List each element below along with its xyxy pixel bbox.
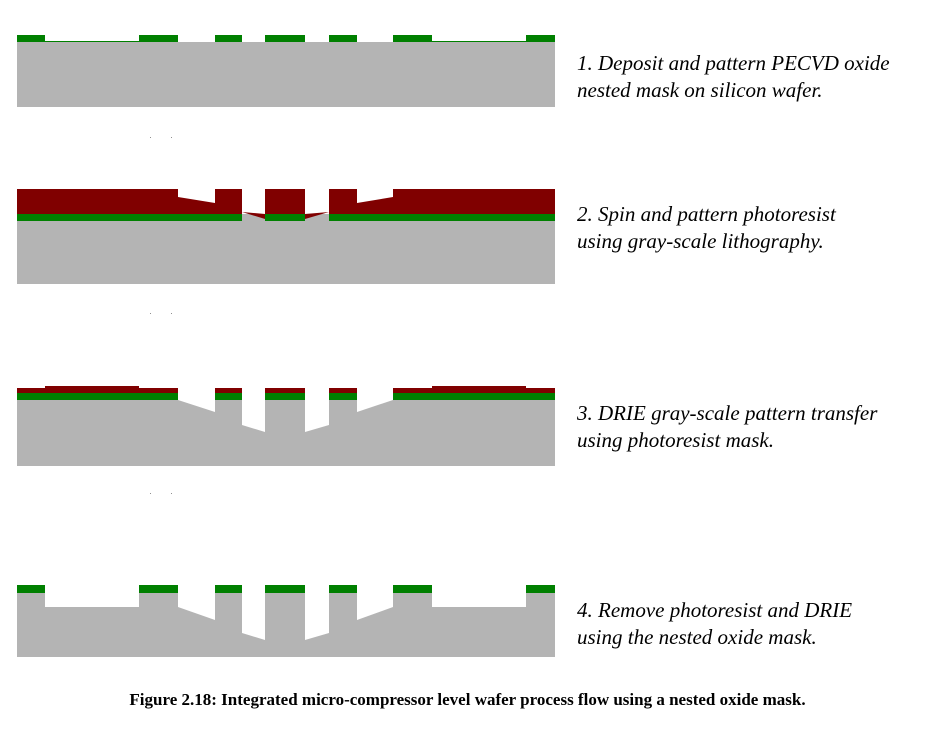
step-1-cross-section [17,35,555,107]
step-2-resist-wedge [305,212,329,219]
step-3-oxide-layer [17,393,555,400]
step-2-exposed-silicon [242,214,265,221]
step-2-caption-line-2: using gray-scale lithography. [577,229,824,253]
step-1-caption-line-1: 1. Deposit and pattern PECVD oxide [577,51,890,75]
step-3-caption-line-2: using photoresist mask. [577,428,774,452]
step-4-oxide-mask [17,585,555,593]
step-2-caption-line-1: 2. Spin and pattern photoresist [577,202,836,226]
step-4-caption-line-2: using the nested oxide mask. [577,625,817,649]
step-4-caption-line-1: 4. Remove photoresist and DRIE [577,598,853,622]
step-3-caption: 3. DRIE gray-scale pattern transfer usin… [577,400,927,454]
step-1-caption-line-2: nested mask on silicon wafer. [577,78,823,102]
step-2-cross-section [17,189,555,284]
step-4-silicon-wafer [17,593,555,657]
step-4-caption: 4. Remove photoresist and DRIE using the… [577,597,927,651]
step-1-oxide-mask [17,35,555,42]
separator-dots [150,137,172,494]
step-1-caption: 1. Deposit and pattern PECVD oxide neste… [577,50,927,104]
step-3-caption-line-1: 3. DRIE gray-scale pattern transfer [577,401,878,425]
step-3-silicon-wafer [17,400,555,466]
step-3-cross-section [17,386,555,466]
step-2-oxide-layer [17,214,555,221]
step-2-exposed-silicon [305,214,329,221]
step-2-photoresist [17,189,555,214]
step-2-resist-wedge [242,212,265,219]
figure-caption: Figure 2.18: Integrated micro-compressor… [129,690,806,709]
step-3-photoresist [17,386,555,393]
step-4-cross-section [17,585,555,657]
step-2-caption: 2. Spin and pattern photoresist using gr… [577,201,927,255]
step-2-silicon-wafer [17,220,555,284]
step-1-silicon-wafer [17,42,555,107]
